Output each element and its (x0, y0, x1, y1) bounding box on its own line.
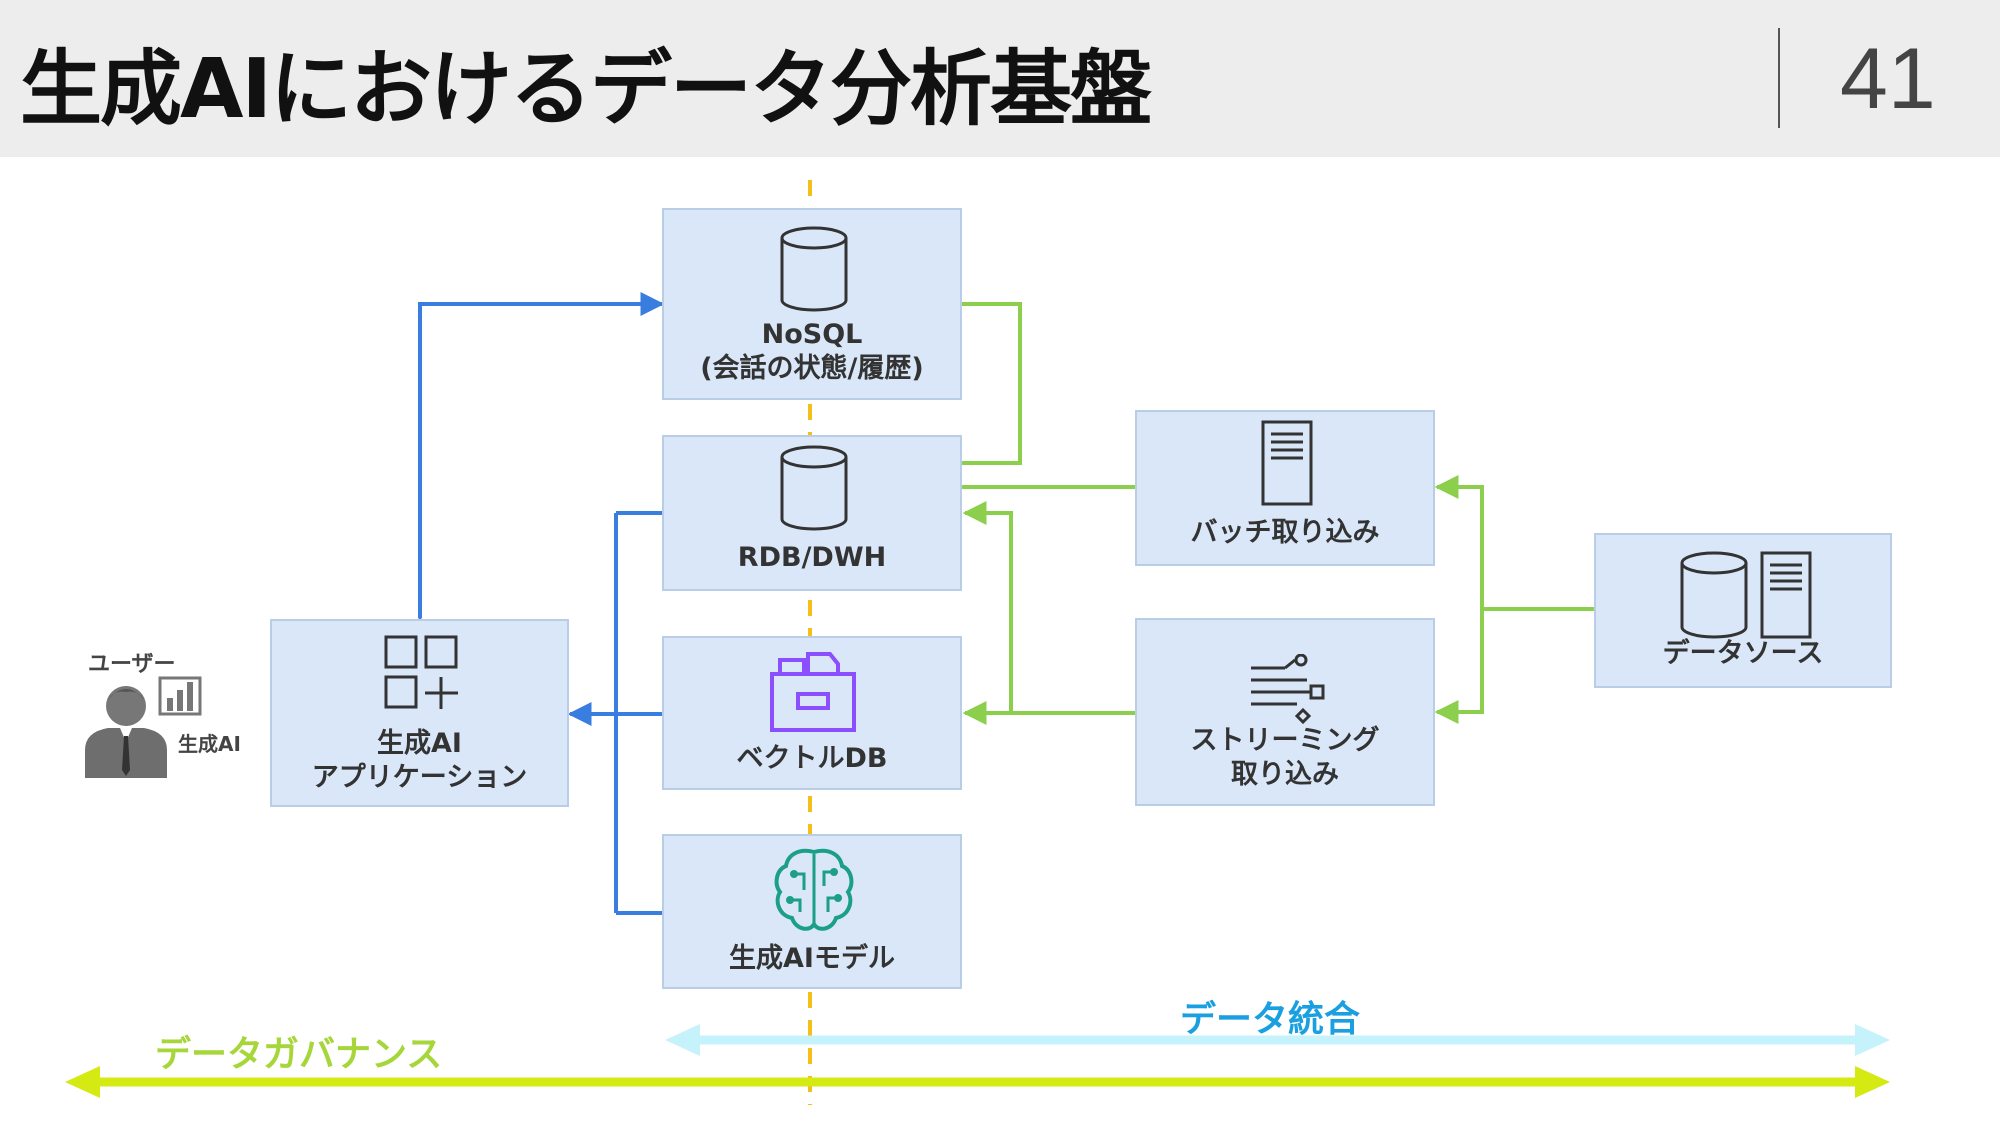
server-icon (1261, 420, 1313, 506)
box-genai-app-line2: アプリケーション (311, 762, 528, 793)
box-nosql-line1: NoSQL (761, 319, 863, 350)
governance-label: データガバナンス (155, 1034, 443, 1075)
box-batch-ingest: バッチ取り込み (1135, 410, 1435, 566)
user-label: ユーザー (88, 652, 176, 677)
line-nosql-rdb (962, 302, 1022, 465)
arrow-streaming-rdb (962, 501, 1013, 713)
database-icon (780, 226, 848, 312)
box-genai-model: 生成AIモデル (662, 834, 962, 989)
brain-circuit-icon (774, 848, 854, 931)
governance-arrow-left (65, 1066, 100, 1098)
box-streaming-ingest: ストリーミング 取り込み (1135, 618, 1435, 806)
datasource-icon (1680, 551, 1812, 639)
user-sublabel: 生成AI (178, 732, 241, 756)
header-bar (0, 0, 2000, 157)
box-vector-db-line1: ベクトルDB (736, 743, 888, 774)
box-genai-model-line1: 生成AIモデル (729, 943, 895, 974)
box-data-source-line1: データソース (1662, 638, 1824, 669)
arrow-datasource-batch (1434, 475, 1484, 609)
box-batch-ingest-line1: バッチ取り込み (1190, 517, 1380, 548)
arrow-app-nosql (408, 292, 665, 640)
page-number: 41 (1840, 31, 1936, 127)
user-icon (85, 676, 202, 778)
governance-arrow-right (1855, 1066, 1890, 1098)
box-nosql-line2: (会話の状態/履歴) (700, 353, 924, 384)
box-vector-db: ベクトルDB (662, 636, 962, 790)
integration-label: データ統合 (1180, 999, 1361, 1040)
vector-db-icon (770, 652, 856, 732)
header-separator (1778, 28, 1780, 128)
apps-grid-icon (384, 635, 458, 709)
box-streaming-ingest-line2: 取り込み (1231, 759, 1339, 790)
page-title: 生成AIにおけるデータ分析基盤 (20, 42, 1152, 137)
box-rdb-dwh: RDB/DWH (662, 435, 962, 591)
box-streaming-ingest-line1: ストリーミング (1190, 725, 1380, 756)
box-data-source: データソース (1594, 533, 1892, 688)
integration-arrow-left (665, 1024, 700, 1056)
database-icon (780, 445, 848, 531)
box-genai-app-line1: 生成AI (377, 728, 462, 759)
streaming-icon (1251, 654, 1325, 725)
box-nosql: NoSQL (会話の状態/履歴) (662, 208, 962, 400)
box-genai-app: 生成AI アプリケーション (270, 619, 569, 807)
integration-arrow-right (1855, 1024, 1890, 1056)
arrow-datasource-streaming (1434, 609, 1484, 724)
box-rdb-dwh-line1: RDB/DWH (737, 542, 887, 573)
